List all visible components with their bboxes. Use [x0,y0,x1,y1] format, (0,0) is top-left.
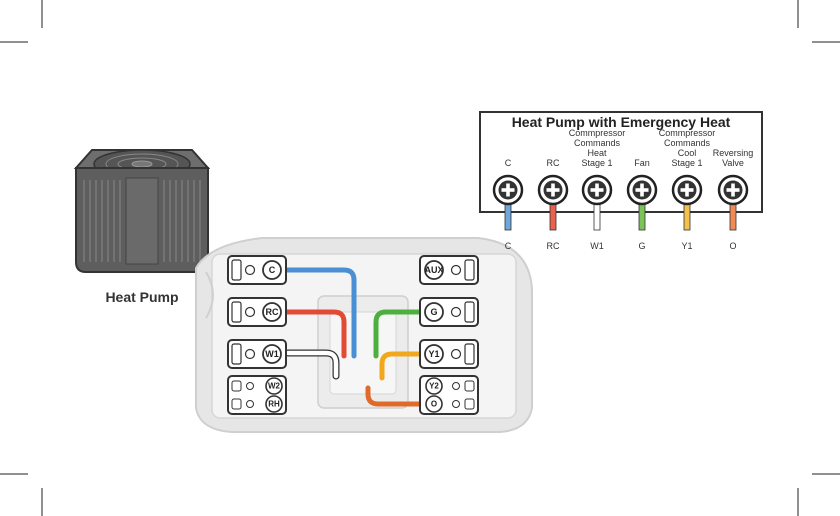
panel-top-label: Cool [678,148,697,158]
panel-top-label: Fan [634,158,650,168]
screw-slot-icon [595,184,599,197]
panel-top-label: Valve [722,158,744,168]
panel-bottom-label: O [729,241,736,251]
screw-slot-icon [731,184,735,197]
terminal-label: W2 [268,382,281,391]
terminal-label: W1 [265,349,279,359]
heat-pump-unit-icon [76,150,208,272]
panel-top-label: C [505,158,512,168]
screw-slot-icon [685,184,689,197]
panel-top-label: Stage 1 [671,158,702,168]
screw-slot-icon [551,184,555,197]
panel-top-label: Heat [587,148,607,158]
panel-top-label: Commpressor [659,128,716,138]
panel-bottom-label: W1 [590,241,604,251]
terminal-label: O [431,400,437,409]
terminal-label: RC [266,307,279,317]
panel-bottom-label: C [505,241,512,251]
terminal-label: AUX [424,265,443,275]
panel-top-label: Reversing [713,148,754,158]
terminal-pair-y2-o: Y2O [420,376,478,414]
panel-top-label: RC [547,158,560,168]
terminal-g: G [420,298,478,326]
terminal-label: Y2 [429,382,439,391]
terminal-label: RH [268,400,280,409]
screw-slot-icon [640,184,644,197]
terminal-label: Y1 [428,349,439,359]
panel-top-label: Commands [574,138,621,148]
terminal-y1: Y1 [420,340,478,368]
terminal-rc: RC [228,298,286,326]
terminal-w1: W1 [228,340,286,368]
panel-top-label: Commands [664,138,711,148]
terminal-label: C [269,265,276,275]
panel-bottom-label: Y1 [681,241,692,251]
panel-bottom-label: G [638,241,645,251]
screw-slot-icon [506,184,510,197]
terminal-aux: AUX [420,256,478,284]
terminal-label: G [430,307,437,317]
panel-top-label: Stage 1 [581,158,612,168]
terminal-c: C [228,256,286,284]
heat-pump-label: Heat Pump [105,289,178,305]
panel-top-label: Commpressor [569,128,626,138]
panel-bottom-label: RC [547,241,560,251]
